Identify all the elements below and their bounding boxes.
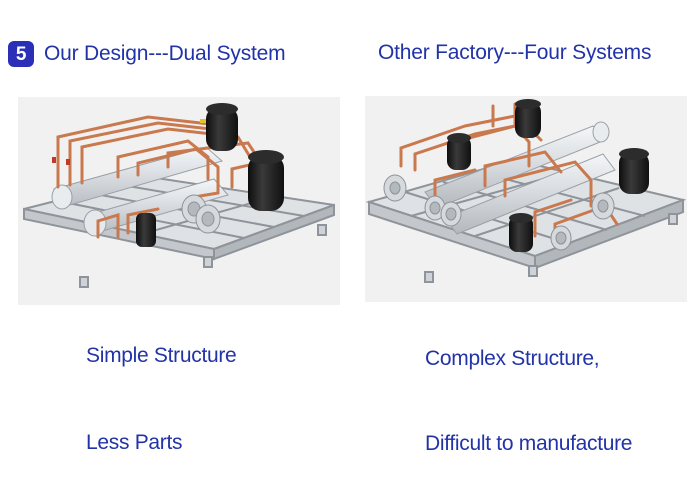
compressor-2 [248, 150, 284, 211]
filter-drums [181, 194, 221, 234]
filter-drums [383, 174, 615, 251]
difficult-to-manufacture-label: Difficult to manufacture [425, 432, 633, 455]
dual-system-render-image [18, 97, 340, 305]
four-system-render-image [365, 96, 687, 302]
complex-structure-label: Complex Structure, [425, 347, 600, 370]
small-compressor [136, 213, 156, 247]
compressor-1 [515, 99, 541, 138]
horizontal-tanks [424, 121, 616, 235]
compressor-1 [206, 103, 238, 151]
less-parts-label: Less Parts [86, 431, 183, 454]
our-design-title: Our Design---Dual System [44, 42, 286, 65]
our-design-heading: 5 Our Design---Dual System [8, 41, 286, 67]
simple-structure-label: Simple Structure [86, 344, 237, 367]
compressor-2 [447, 133, 471, 170]
compressor-4 [509, 213, 533, 252]
step-number-badge: 5 [8, 41, 34, 67]
compressor-3 [619, 148, 649, 194]
other-factory-heading: Other Factory---Four Systems [378, 41, 652, 64]
